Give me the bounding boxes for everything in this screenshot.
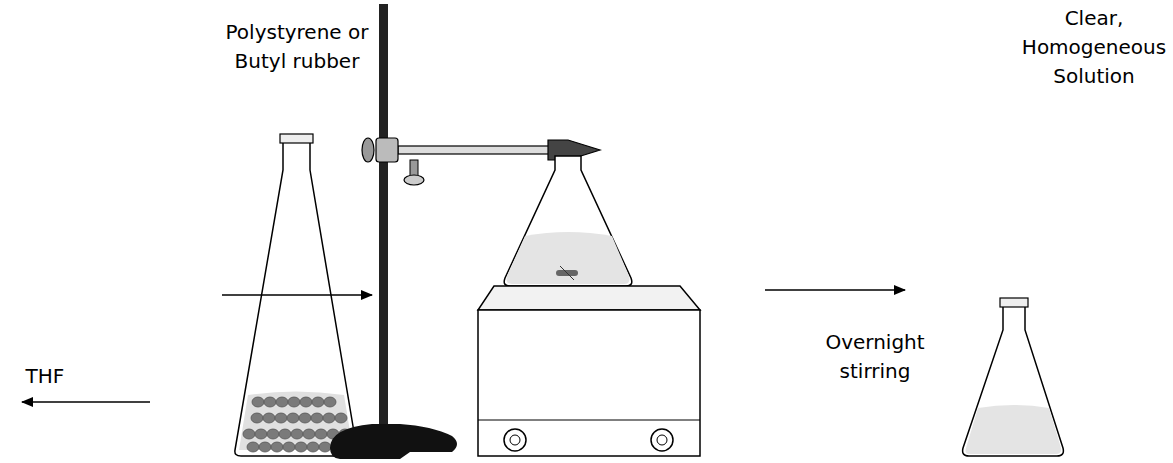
material-label: Polystyrene or Butyl rubber — [222, 18, 372, 76]
solvent-label: THF — [10, 362, 80, 391]
process-arrow — [222, 294, 372, 296]
stirred-flask — [504, 156, 632, 286]
process-arrow — [765, 289, 905, 291]
thf-leader — [22, 401, 150, 403]
right-flask — [963, 298, 1064, 456]
stirrer-hotplate — [478, 286, 700, 456]
result-label: Clear, Homogeneous Solution — [1019, 4, 1169, 91]
step-label: Overnight stirring — [815, 328, 935, 386]
